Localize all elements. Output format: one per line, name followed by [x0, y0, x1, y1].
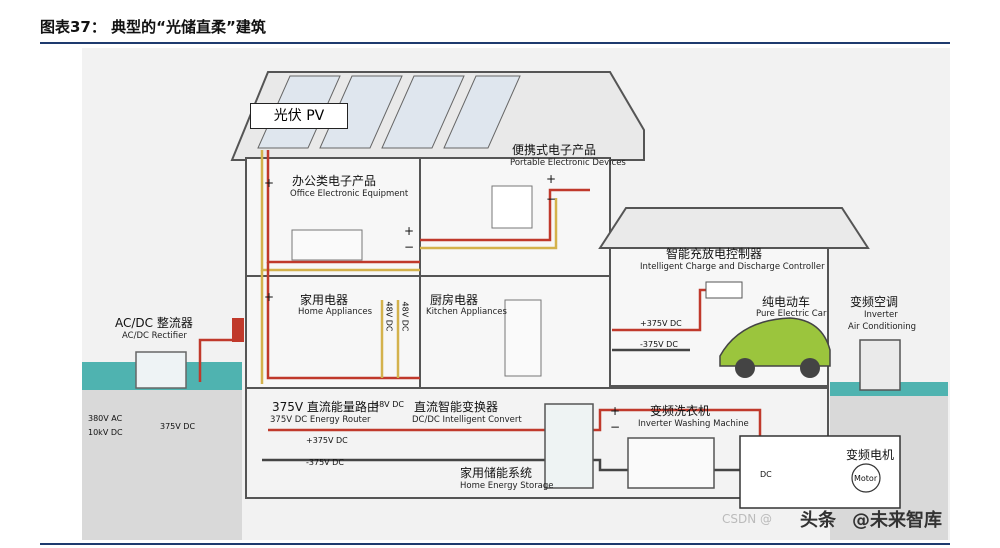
grid-label-1: 380V AC: [88, 414, 123, 423]
toutiao-watermark: 头条: [800, 510, 836, 531]
pv-label: 光伏 PV: [250, 103, 348, 129]
rectifier-label: AC/DC 整流器: [115, 316, 193, 330]
storage-label-en: Home Energy Storage: [460, 481, 554, 491]
minus-marker: −: [610, 420, 621, 434]
plus-marker: +: [264, 290, 275, 304]
ac-label-en2: Air Conditioning: [848, 322, 917, 332]
figure-title: 图表37： 典型的“光储直柔”建筑: [40, 18, 266, 36]
charge-controller-label: 智能充放电控制器: [666, 247, 763, 261]
portable-label: 便携式电子产品: [512, 143, 597, 157]
energy-router-label: 375V 直流能量路由: [272, 400, 379, 414]
kitchen-fridge: [504, 299, 542, 377]
charger-box: [705, 281, 743, 299]
bottom-rule: [40, 543, 950, 545]
basement: [245, 387, 829, 499]
minus375-label-1: -375V DC: [306, 458, 344, 467]
office-label: 办公类电子产品: [292, 174, 377, 188]
window: [491, 185, 533, 229]
storage-label: 家用储能系统: [460, 466, 533, 480]
minus-marker: −: [546, 192, 557, 206]
ev-label-en: Pure Electric Car: [756, 309, 827, 319]
motor-label: 变频电机: [846, 448, 895, 462]
motor-circle: [851, 463, 881, 493]
ground-left: [82, 390, 242, 540]
washer-label-en: Inverter Washing Machine: [638, 419, 749, 429]
energy-router-label-en: 375V DC Energy Router: [270, 415, 371, 425]
rectifier-box: [135, 351, 187, 389]
office-desk: [291, 229, 363, 261]
v48-label-a: 48V DC: [384, 301, 394, 332]
plus375-label-1: +375V DC: [306, 436, 348, 445]
minus-marker: −: [404, 240, 415, 254]
v48-label-b: 48V DC: [400, 301, 410, 332]
storage-cabinet: [544, 403, 594, 489]
router-box-label: 48V DC: [374, 400, 404, 409]
grid-label-2: 10kV DC: [88, 428, 123, 437]
dc-text: DC: [760, 470, 772, 479]
ev-car: [719, 317, 831, 378]
plus-marker: +: [546, 172, 557, 186]
csdn-watermark: CSDN @: [722, 512, 773, 526]
minus375-label-2: -375V DC: [640, 340, 678, 349]
rectifier-label-en: AC/DC Rectifier: [122, 331, 187, 341]
home-appliance-label-en: Home Appliances: [298, 307, 373, 317]
grid-label-3: 375V DC: [160, 422, 196, 431]
title-rule: [40, 42, 950, 44]
office-label-en: Office Electronic Equipment: [290, 189, 409, 199]
home-appliance-label: 家用电器: [300, 293, 349, 307]
brand-watermark: @未来智库: [852, 510, 942, 531]
charge-controller-label-en: Intelligent Charge and Discharge Control…: [640, 262, 825, 272]
kitchen-label: 厨房电器: [430, 293, 479, 307]
meter: [232, 318, 244, 342]
ac-label: 变频空调: [850, 295, 899, 309]
motor-text: Motor: [854, 474, 878, 483]
ev-label: 纯电动车: [762, 295, 811, 309]
kitchen-label-en: Kitchen Appliances: [426, 307, 507, 317]
garage-roof: [598, 207, 870, 249]
washer-label: 变频洗衣机: [650, 404, 711, 418]
dcdc-label: 直流智能变换器: [414, 400, 499, 414]
ac-label-en1: Inverter: [864, 310, 898, 320]
plus-marker: +: [264, 176, 275, 190]
washer: [627, 437, 715, 489]
ac-unit: [859, 339, 901, 391]
plus375-label-2: +375V DC: [640, 319, 682, 328]
portable-label-en: Portable Electronic Devices: [510, 158, 626, 168]
dcdc-label-en: DC/DC Intelligent Convert: [412, 415, 522, 425]
plus-marker: +: [610, 404, 621, 418]
plus-marker: +: [404, 224, 415, 238]
